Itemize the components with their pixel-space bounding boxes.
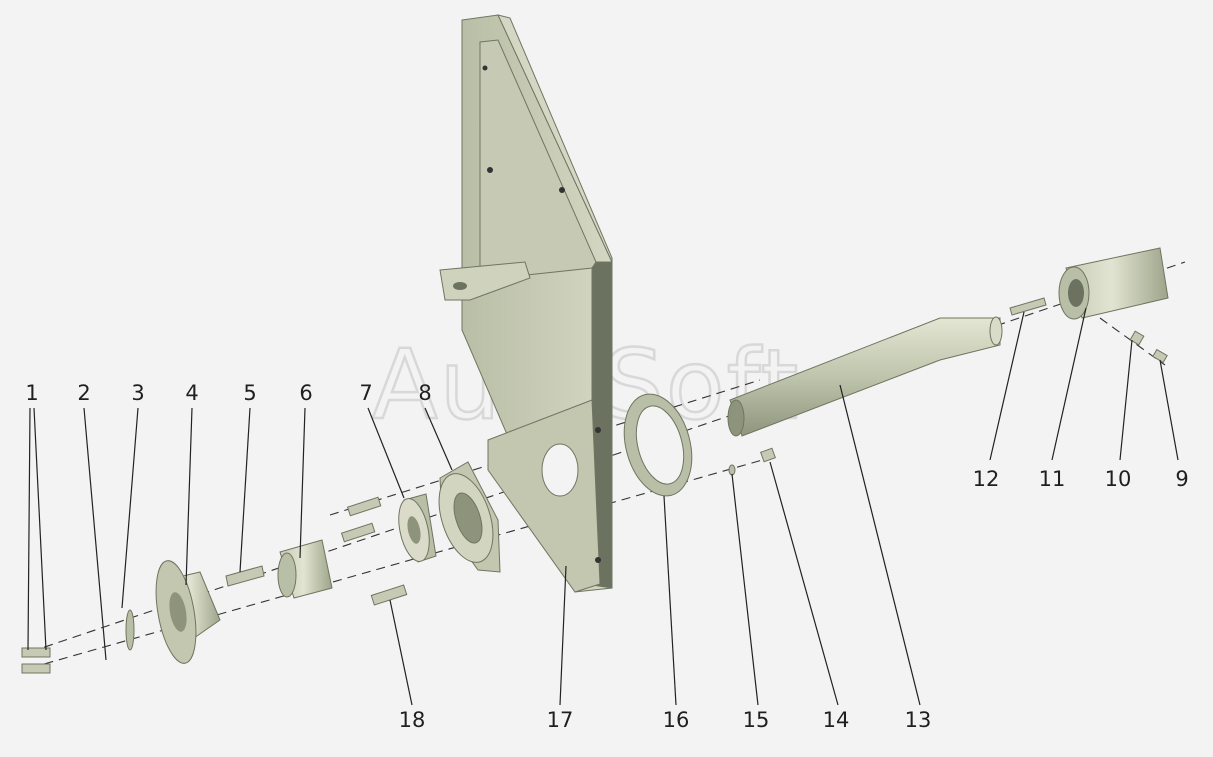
callout-6: 6 bbox=[299, 381, 312, 405]
part-15-washer bbox=[728, 464, 736, 476]
part-4-sprocket bbox=[155, 560, 221, 664]
callout-labels: 1 2 3 4 5 6 7 8 9 10 11 12 13 14 15 16 1… bbox=[25, 381, 1188, 732]
part-8-flange-housing bbox=[438, 461, 501, 573]
part-3-washer bbox=[125, 609, 135, 651]
part-11-sleeve bbox=[1058, 247, 1169, 320]
callout-3: 3 bbox=[131, 381, 144, 405]
callout-11: 11 bbox=[1039, 467, 1066, 491]
part-6-bushing bbox=[277, 539, 333, 599]
callout-1: 1 bbox=[25, 381, 38, 405]
part-7-bearing bbox=[398, 493, 437, 563]
callout-15: 15 bbox=[743, 708, 770, 732]
part-12-key bbox=[1009, 297, 1047, 316]
part-bolts-group bbox=[340, 496, 382, 543]
callout-5: 5 bbox=[243, 381, 256, 405]
part-18-bolt bbox=[370, 584, 408, 606]
part-14-bolt bbox=[760, 447, 776, 463]
part-5-key bbox=[225, 565, 265, 587]
main-axis-line bbox=[29, 261, 1186, 653]
callout-9: 9 bbox=[1175, 467, 1188, 491]
callout-17: 17 bbox=[547, 708, 574, 732]
callout-2: 2 bbox=[77, 381, 90, 405]
callout-16: 16 bbox=[663, 708, 690, 732]
part-10-set-screw bbox=[1129, 330, 1145, 346]
callout-4: 4 bbox=[185, 381, 198, 405]
callout-18: 18 bbox=[399, 708, 426, 732]
part-16-gasket bbox=[623, 393, 693, 497]
callout-7: 7 bbox=[359, 381, 372, 405]
callout-12: 12 bbox=[973, 467, 1000, 491]
callout-8: 8 bbox=[418, 381, 431, 405]
callout-14: 14 bbox=[823, 708, 850, 732]
callout-13: 13 bbox=[905, 708, 932, 732]
part-1-bolts bbox=[21, 647, 51, 674]
leader-lines bbox=[27, 307, 1179, 706]
part-17-frame-plate bbox=[439, 14, 613, 593]
part-13-shaft bbox=[727, 316, 1003, 437]
part-9-screw bbox=[1152, 348, 1168, 364]
callout-10: 10 bbox=[1105, 467, 1132, 491]
